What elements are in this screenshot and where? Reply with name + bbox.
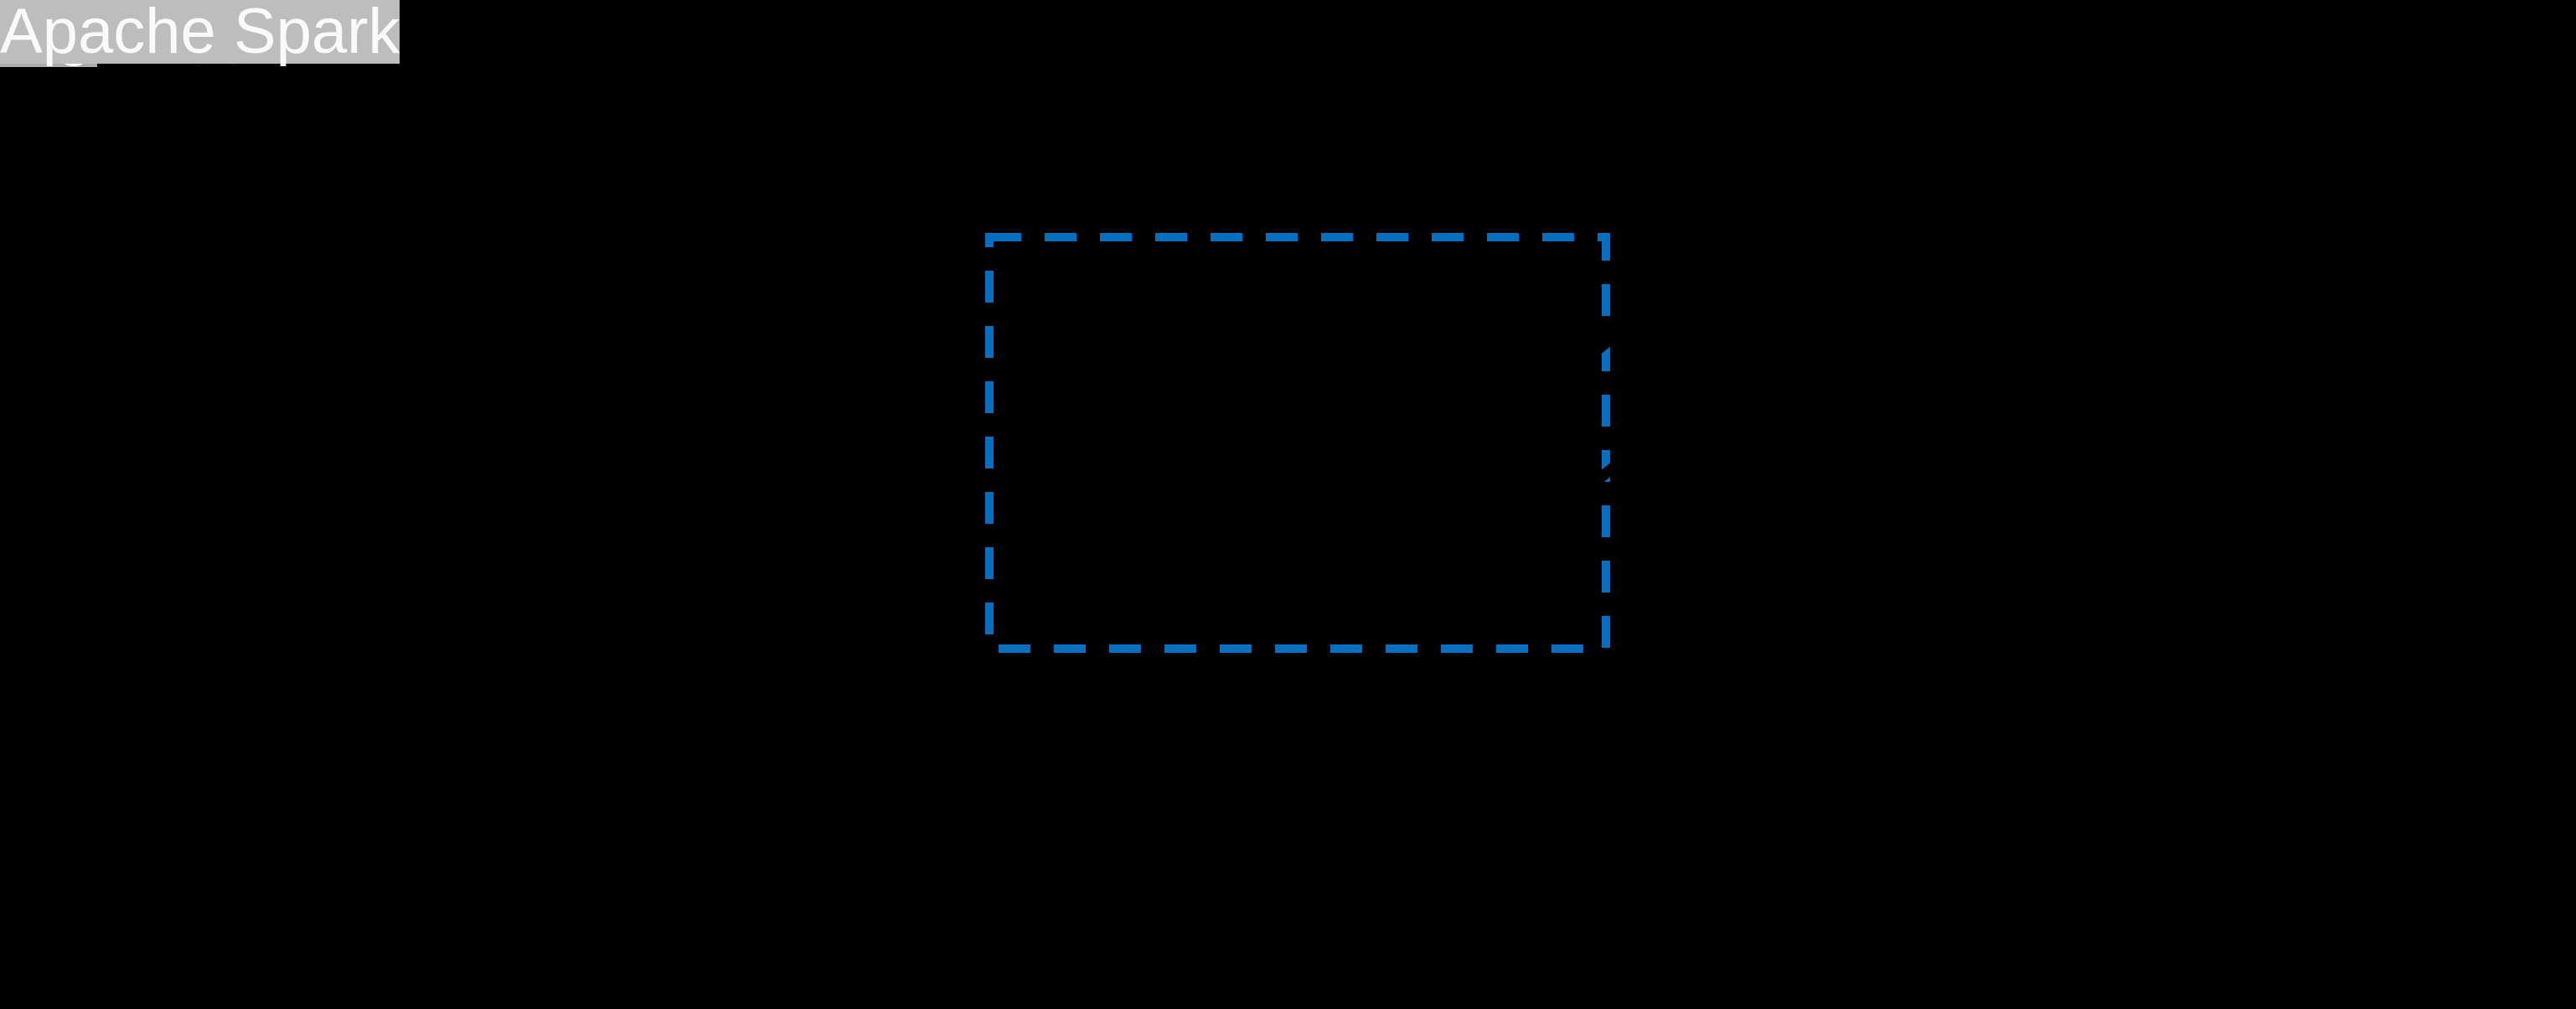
stack-to-app-arrow [1548,79,1931,391]
apache-spark-label: Apache Spark [0,0,400,67]
stack-to-enclave-arrow [1542,210,1931,526]
enclave-dashed-boundary [985,233,1610,653]
apache-spark-box: Apache Spark [0,0,400,64]
